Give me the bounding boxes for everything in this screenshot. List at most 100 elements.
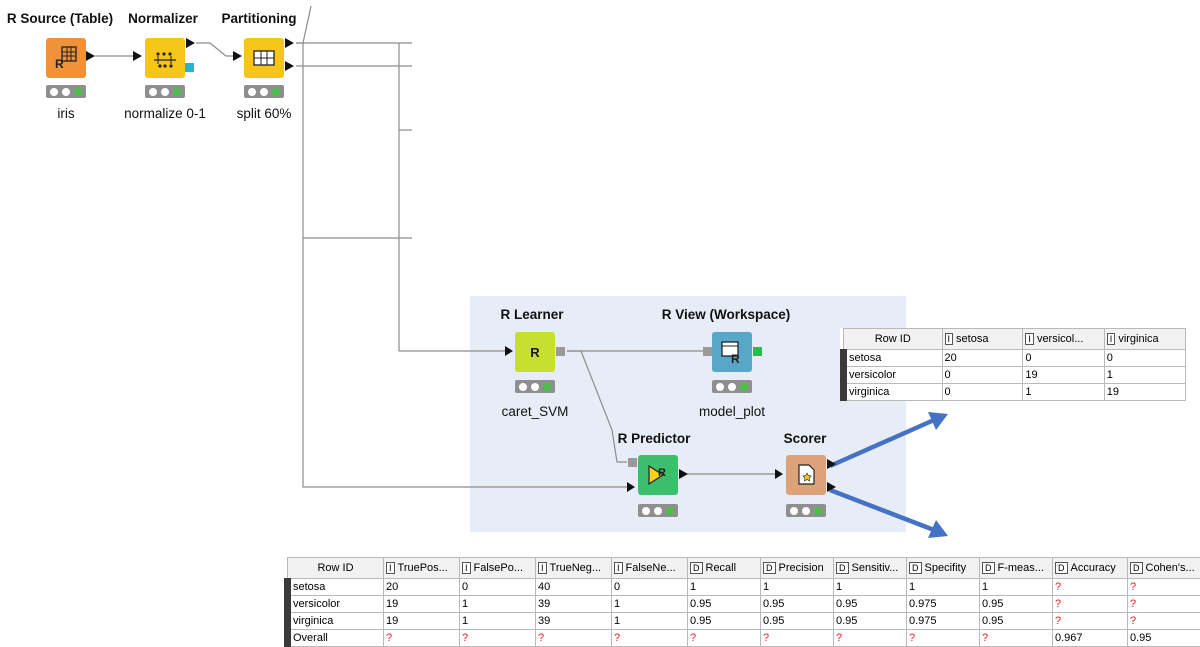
table-cell: ?	[1128, 579, 1200, 596]
double-type-icon: D	[836, 562, 849, 574]
out-port-iris[interactable]	[86, 51, 95, 61]
status-light-normalizer	[145, 85, 185, 98]
table-cell: 0	[942, 384, 1023, 401]
out-port-partition-2[interactable]	[285, 61, 294, 71]
double-type-icon: D	[690, 562, 703, 574]
node-title-r-view: R View (Workspace)	[644, 307, 808, 322]
node-label-caret-svm[interactable]: caret_SVM	[480, 404, 590, 419]
double-type-icon: D	[982, 562, 995, 574]
row-id-cell: virginica	[288, 613, 384, 630]
table-cell: 0.95	[980, 613, 1053, 630]
image-out-port-view[interactable]	[753, 347, 762, 356]
table-cell: 20	[384, 579, 460, 596]
node-r-source-table[interactable]: R	[46, 38, 86, 78]
double-type-icon: D	[1130, 562, 1143, 574]
out-port-predictor[interactable]	[679, 469, 688, 479]
node-title-scorer: Scorer	[768, 431, 842, 446]
node-title-r-predictor: R Predictor	[604, 431, 704, 446]
stats-col-label: FalseNe...	[626, 562, 676, 574]
node-title-normalizer: Normalizer	[118, 11, 208, 26]
row-id-cell: versicolor	[288, 596, 384, 613]
table-row[interactable]: virginica 0 1 19	[844, 384, 1186, 401]
table-cell: 0.95	[688, 596, 761, 613]
node-label-normalize[interactable]: normalize 0-1	[110, 106, 220, 121]
node-r-learner[interactable]: R	[515, 332, 555, 372]
confusion-col-label: setosa	[956, 333, 988, 345]
model-port-normalizer[interactable]	[185, 63, 194, 72]
table-cell: 0.95	[761, 596, 834, 613]
in-port-partitioning[interactable]	[233, 51, 242, 61]
table-cell: 39	[536, 596, 612, 613]
table-cell: 1	[688, 579, 761, 596]
table-cell: 20	[942, 350, 1023, 367]
node-label-split[interactable]: split 60%	[214, 106, 314, 121]
node-label-model-plot[interactable]: model_plot	[682, 404, 782, 419]
node-partitioning[interactable]	[244, 38, 284, 78]
int-type-icon: I	[462, 562, 471, 574]
confusion-header-row-id[interactable]: Row ID	[844, 329, 943, 350]
in-port-normalizer[interactable]	[133, 51, 142, 61]
table-cell: 1	[612, 613, 688, 630]
out-port-normalizer[interactable]	[186, 38, 195, 48]
table-cell: 1	[907, 579, 980, 596]
out-port-scorer-confusion[interactable]	[827, 459, 836, 469]
stats-col-label: Sensitiv...	[852, 562, 899, 574]
table-cell: 1	[1104, 367, 1185, 384]
table-cell: 0	[1023, 350, 1104, 367]
int-type-icon: I	[614, 562, 623, 574]
node-r-predictor[interactable]: R	[638, 455, 678, 495]
svg-text:R: R	[658, 467, 666, 479]
r-view-icon: R	[719, 339, 745, 365]
table-cell: 0.975	[907, 596, 980, 613]
stats-col-label: Specifity	[925, 562, 967, 574]
out-port-partition-1[interactable]	[285, 38, 294, 48]
table-cell: 1	[460, 596, 536, 613]
model-in-port-predictor[interactable]	[628, 458, 637, 467]
stats-header-row-id[interactable]: Row ID	[288, 558, 384, 579]
row-id-cell: setosa	[288, 579, 384, 596]
node-normalizer[interactable]	[145, 38, 185, 78]
model-out-port-learner[interactable]	[556, 347, 565, 356]
confusion-col-label: versicol...	[1037, 333, 1083, 345]
int-type-icon: I	[945, 333, 954, 345]
r-learner-icon: R	[530, 345, 539, 360]
table-cell: 0	[942, 367, 1023, 384]
table-row[interactable]: setosa 20 0 0	[844, 350, 1186, 367]
table-cell: 0	[1104, 350, 1185, 367]
row-id-cell: setosa	[844, 350, 943, 367]
table-cell: 39	[536, 613, 612, 630]
double-type-icon: D	[1055, 562, 1068, 574]
table-cell: 0.95	[761, 613, 834, 630]
table-cell: 0.95	[980, 596, 1053, 613]
table-cell: 0	[612, 579, 688, 596]
model-in-port-view[interactable]	[703, 347, 712, 356]
table-cell: ?	[1053, 596, 1128, 613]
table-row[interactable]: versicolor 0 19 1	[844, 367, 1186, 384]
table-cell: 0.95	[834, 596, 907, 613]
table-cell: 0	[460, 579, 536, 596]
node-r-view-workspace[interactable]: R	[712, 332, 752, 372]
node-scorer[interactable]	[786, 455, 826, 495]
out-port-scorer-stats[interactable]	[827, 482, 836, 492]
node-label-iris[interactable]: iris	[26, 106, 106, 121]
status-light-partitioning	[244, 85, 284, 98]
